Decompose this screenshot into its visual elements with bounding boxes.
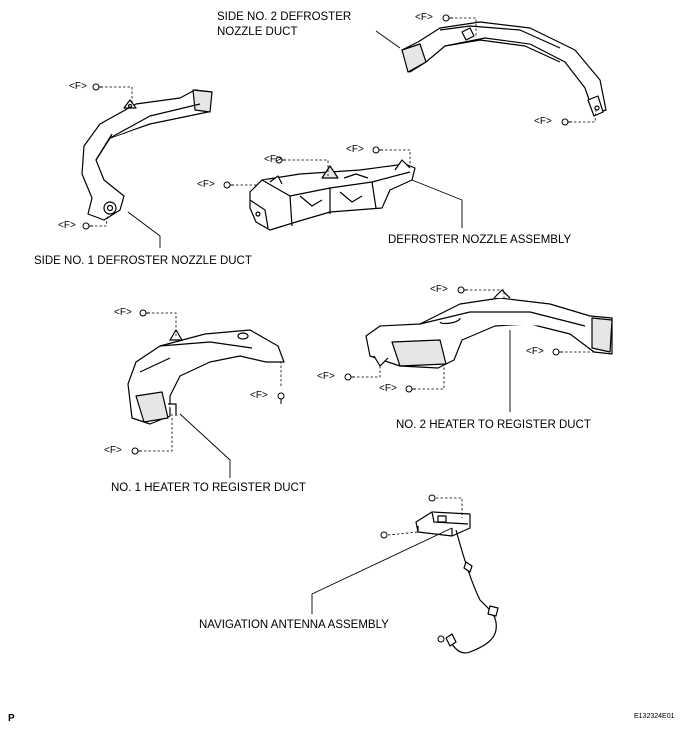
fastener-label: <F> [534,116,552,127]
defroster-nozzle-assembly [249,159,416,231]
leader-lines [127,30,511,614]
fastener-label: <F> [430,284,448,295]
fastener-label: <F> [69,81,87,92]
side-no2-defroster-duct [401,21,607,117]
fastener-label: <F> [379,383,397,394]
fastener-label: <F> [114,307,132,318]
label-side-no2-line1: SIDE NO. 2 DEFROSTER [217,11,352,23]
label-navigation-antenna: NAVIGATION ANTENNA ASSEMBLY [199,619,389,631]
fastener-label: <F> [264,154,282,165]
dashed-reference-lines [95,17,597,536]
fastener-label: <F> [197,179,215,190]
illustration-code: E132324E01 [634,713,675,720]
label-side-no2-line2: NOZZLE DUCT [217,26,298,38]
fastener-label: <F> [415,12,433,23]
no1-heater-to-register-duct [127,329,285,425]
fastener-label: <F> [104,445,122,456]
page-marker: P [8,713,15,724]
fastener-screws [82,14,572,643]
fastener-label: <F> [526,346,544,357]
no2-heater-to-register-duct [365,289,613,369]
fastener-label: <F> [58,220,76,231]
navigation-antenna-assembly [415,511,499,654]
label-side-no1: SIDE NO. 1 DEFROSTER NOZZLE DUCT [34,255,252,267]
label-no1-heater-duct: NO. 1 HEATER TO REGISTER DUCT [111,482,306,494]
side-no1-defroster-duct [81,89,213,221]
label-defroster-nozzle-assembly: DEFROSTER NOZZLE ASSEMBLY [388,234,572,246]
fastener-label: <F> [317,371,335,382]
fastener-label: <F> [346,144,364,155]
label-no2-heater-duct: NO. 2 HEATER TO REGISTER DUCT [396,419,591,431]
fastener-label: <F> [250,390,268,401]
